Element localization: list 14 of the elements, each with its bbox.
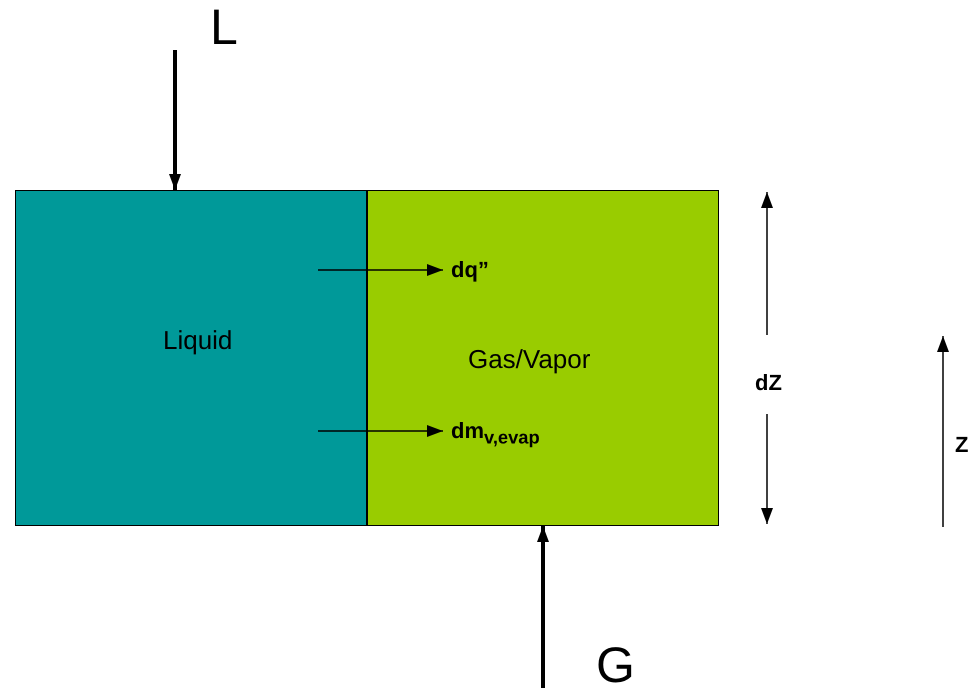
- flow-arrow: [169, 50, 181, 190]
- stream-label: L: [210, 2, 238, 52]
- region-box: [367, 190, 719, 526]
- flux-label: dm$_{v,evap}$: [451, 420, 540, 447]
- dimension-label: dZ: [755, 372, 782, 394]
- flux-label: dq”: [451, 259, 489, 281]
- stream-label: G: [596, 640, 635, 690]
- flux-arrow: [318, 264, 443, 276]
- region-label: Liquid: [163, 327, 232, 353]
- region-box: [15, 190, 367, 526]
- axis-label: Z: [955, 434, 968, 456]
- flow-arrow: [537, 526, 549, 688]
- region-label: Gas/Vapor: [468, 346, 590, 372]
- flux-arrow: [318, 425, 443, 437]
